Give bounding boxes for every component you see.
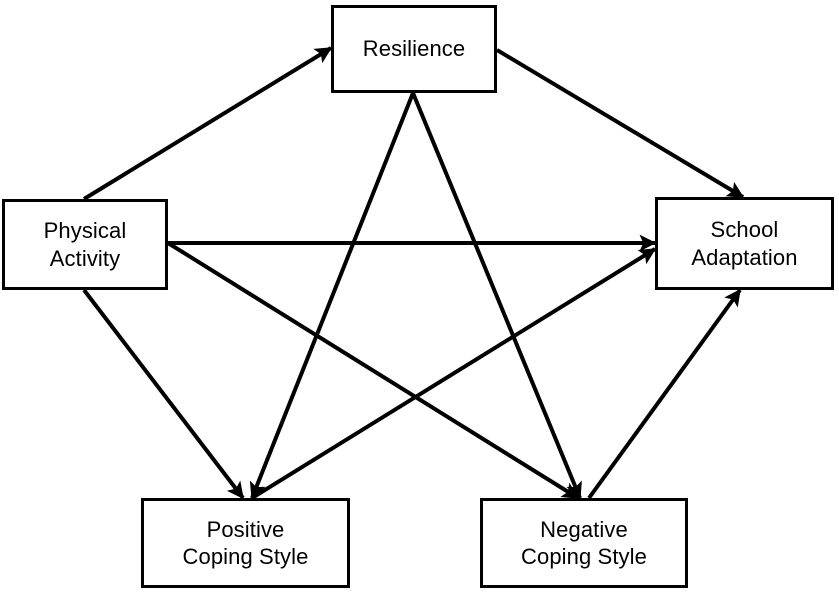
edge-pa-to-negative-coping [166, 241, 580, 500]
node-resilience[interactable]: Resilience [331, 5, 497, 93]
node-label-positive-coping-style: Positive Coping Style [182, 516, 309, 569]
node-negative-coping-style[interactable]: Negative Coping Style [480, 498, 688, 588]
node-label-negative-coping-style: Negative Coping Style [521, 516, 647, 569]
edge-negative-coping-to-school-adaptation [587, 288, 742, 500]
node-label-physical-activity: Physical Activity [43, 218, 127, 271]
node-physical-activity[interactable]: Physical Activity [2, 199, 168, 290]
edge-pa-to-positive-coping [82, 288, 245, 500]
node-label-school-adaptation: School Adaptation [691, 217, 798, 270]
edge-pa-to-resilience [82, 46, 333, 201]
edge-resilience-to-negative-coping [411, 92, 582, 500]
edge-resilience-to-positive-coping [249, 92, 415, 500]
edges-group [82, 46, 745, 500]
node-school-adaptation[interactable]: School Adaptation [655, 197, 834, 290]
node-positive-coping-style[interactable]: Positive Coping Style [141, 498, 350, 588]
edge-resilience-to-school-adaptation [495, 48, 745, 199]
edge-positive-coping-to-school-adaptation [250, 247, 657, 500]
node-label-resilience: Resilience [362, 36, 466, 62]
